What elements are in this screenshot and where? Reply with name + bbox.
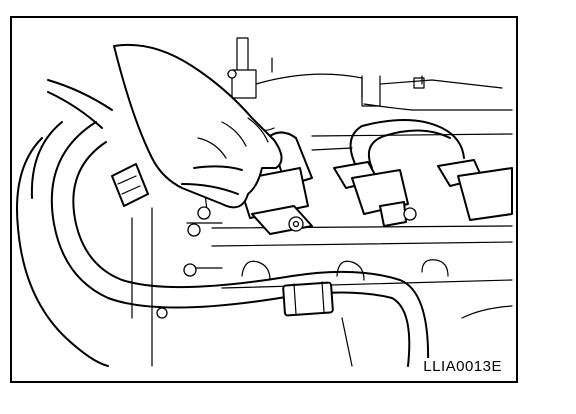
- figure-code: LLIA0013E: [421, 358, 504, 375]
- hose: [16, 121, 430, 367]
- ignition-coil-front: [237, 131, 313, 235]
- hand: [47, 43, 283, 209]
- ignition-coil-rear: [333, 119, 513, 227]
- connector-left: [111, 163, 149, 207]
- figure-frame: LLIA0013E: [10, 16, 518, 383]
- engine-illustration: [16, 37, 513, 367]
